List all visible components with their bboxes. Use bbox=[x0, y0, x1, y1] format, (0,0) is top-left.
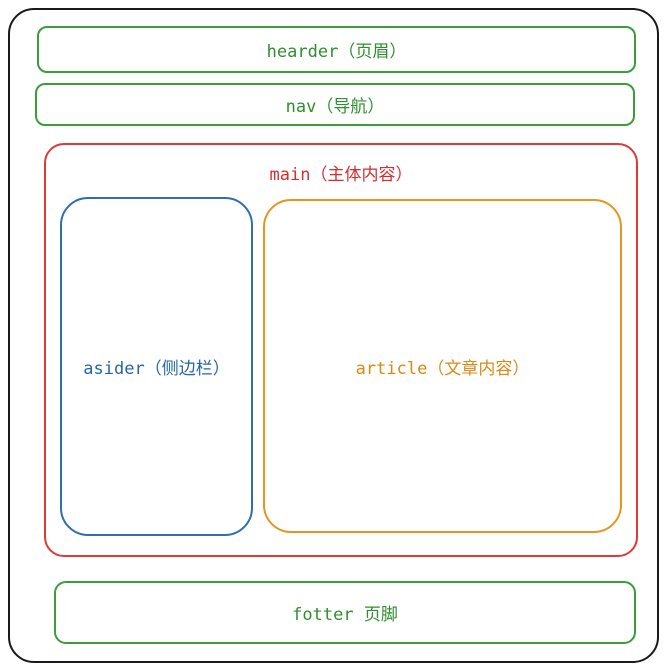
article-box: article（文章内容） bbox=[263, 199, 622, 533]
aside-box: asider（侧边栏） bbox=[60, 197, 253, 536]
nav-box: nav（导航） bbox=[35, 83, 635, 126]
article-label: article（文章内容） bbox=[355, 358, 530, 379]
page-container bbox=[8, 8, 659, 663]
main-label: main（主体内容） bbox=[269, 165, 413, 185]
footer-box: fotter 页脚 bbox=[54, 581, 636, 644]
main-box bbox=[44, 143, 638, 557]
header-label: hearder（页眉） bbox=[266, 42, 407, 62]
nav-label: nav（导航） bbox=[285, 97, 385, 117]
footer-label: fotter 页脚 bbox=[292, 605, 398, 625]
aside-label: asider（侧边栏） bbox=[83, 359, 230, 379]
header-box: hearder（页眉） bbox=[37, 26, 636, 73]
